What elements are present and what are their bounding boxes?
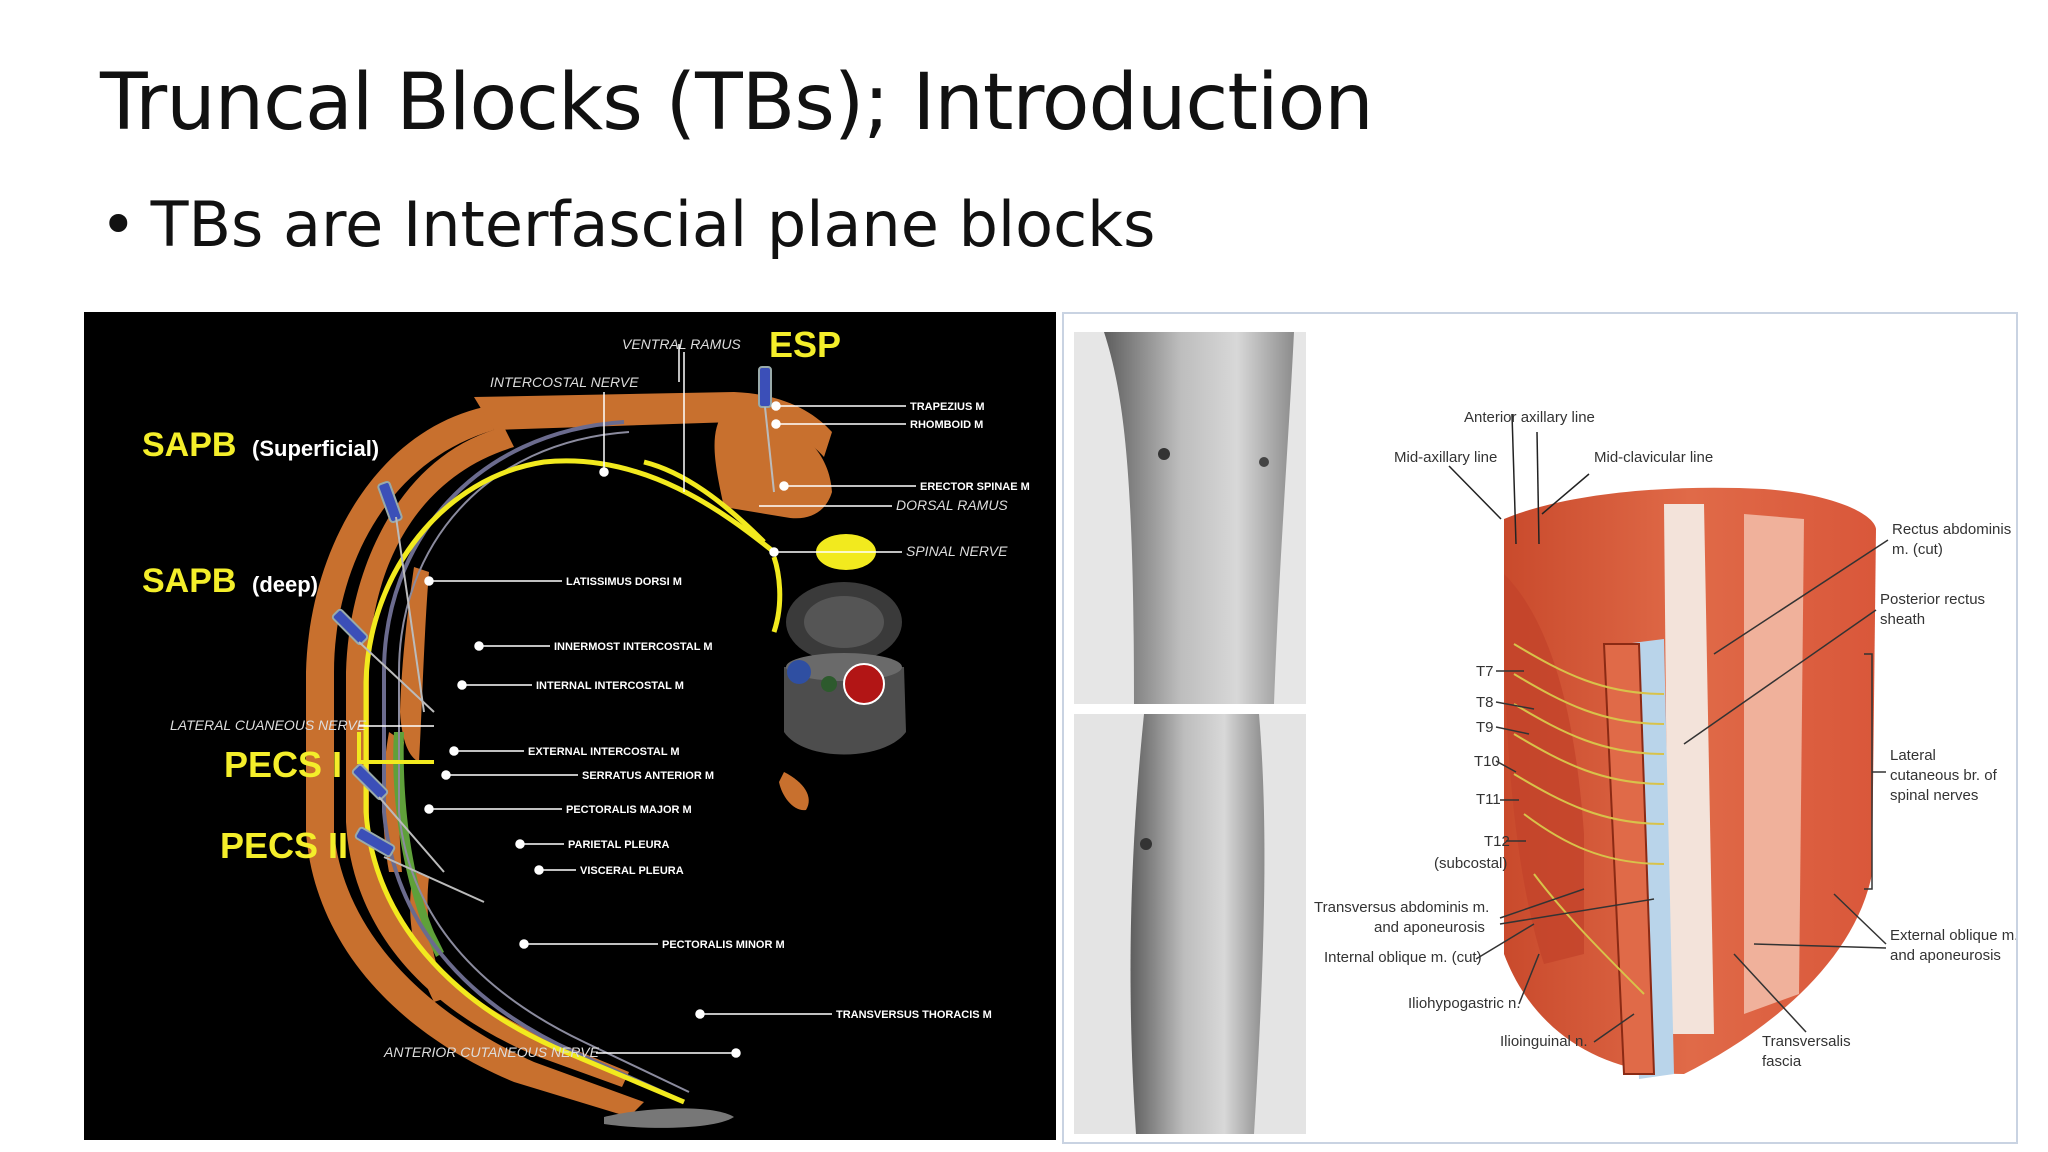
slide-title: Truncal Blocks (TBs); Introduction xyxy=(100,58,1374,148)
dermatome-subcostal: (subcostal) xyxy=(1434,855,1507,872)
reference-lines xyxy=(1448,413,1590,545)
external-intercostal-label: EXTERNAL INTERCOSTAL M xyxy=(528,746,680,758)
torso-photo-side xyxy=(1074,714,1306,1134)
mid-clavicular-line-label: Mid-clavicular line xyxy=(1594,449,1713,466)
nerve-paths xyxy=(363,458,783,1105)
latissimus-label: LATISSIMUS DORSI M xyxy=(566,576,682,588)
bullet-dot: • xyxy=(100,188,137,261)
posterior-rectus-sheath-label-2: sheath xyxy=(1880,611,1925,628)
transversalis-fascia-label-2: fascia xyxy=(1762,1053,1802,1070)
anterior-axillary-line-label: Anterior axillary line xyxy=(1464,409,1595,426)
lateral-cutaneous-label-3: spinal nerves xyxy=(1890,787,1978,804)
lateral-cutaneous-nerve-label: LATERAL CUANEOUS NERVE xyxy=(170,717,367,733)
transversus-thoracis-label: TRANSVERSUS THORACIS M xyxy=(836,1009,992,1021)
intercostal-nerve-label: INTERCOSTAL NERVE xyxy=(490,374,639,390)
transversalis-fascia-label-1: Transversalis xyxy=(1762,1033,1851,1050)
abdominal-wall-figure: Anterior axillary line Mid-axillary line… xyxy=(1062,312,2018,1144)
dermatome-t11: T11 xyxy=(1476,791,1501,808)
dermatome-t10: T10 xyxy=(1474,753,1500,770)
parietal-pleura-label: PARIETAL PLEURA xyxy=(568,839,670,851)
visceral-pleura-label: VISCERAL PLEURA xyxy=(580,865,684,877)
sapb-deep-note: (deep) xyxy=(252,572,318,597)
abdominal-muscles xyxy=(1504,487,1876,1079)
pectoralis-minor-label: PECTORALIS MINOR M xyxy=(662,939,785,951)
dermatome-t9: T9 xyxy=(1476,719,1494,736)
vertebra xyxy=(604,534,906,1128)
nerve-branches xyxy=(1513,643,1665,995)
bullet-text: TBs are Interfascial plane blocks xyxy=(150,188,1156,261)
sapb-deep-label: SAPB xyxy=(142,562,236,600)
ilioinguinal-label: Ilioinguinal n. xyxy=(1500,1033,1588,1050)
innermost-intercostal-label: INNERMOST INTERCOSTAL M xyxy=(554,641,712,653)
anterior-cutaneous-nerve-label: ANTERIOR CUTANEOUS NERVE xyxy=(383,1044,600,1060)
trapezius-label: TRAPEZIUS M xyxy=(910,401,985,413)
erector-spinae-label: ERECTOR SPINAE M xyxy=(920,481,1030,493)
spinal-nerve-label: SPINAL NERVE xyxy=(906,543,1008,559)
dermatome-t7: T7 xyxy=(1476,663,1494,680)
pectoralis-major-label: PECTORALIS MAJOR M xyxy=(566,804,692,816)
dermatome-t12: T12 xyxy=(1484,833,1510,850)
bullet-item: •TBs are Interfascial plane blocks xyxy=(100,188,1155,261)
abdominal-wall-diagram: Anterior axillary line Mid-axillary line… xyxy=(1074,332,2016,1134)
needles xyxy=(331,366,772,858)
ventral-ramus-label: VENTRAL RAMUS xyxy=(622,336,741,352)
internal-oblique-label: Internal oblique m. (cut) xyxy=(1324,949,1482,966)
pecs2-label: PECS II xyxy=(220,825,348,866)
pecs1-label: PECS I xyxy=(224,744,342,785)
rectus-abdominis-label-1: Rectus abdominis xyxy=(1892,521,2011,538)
lateral-cutaneous-label-1: Lateral xyxy=(1890,747,1936,764)
torso-photo-front xyxy=(1074,332,1306,704)
thoracic-cross-section-diagram: ESP SAPB (Superficial) SAPB (deep) PECS … xyxy=(142,324,1030,1128)
thoracic-cross-section-figure: ESP SAPB (Superficial) SAPB (deep) PECS … xyxy=(84,312,1056,1140)
sapb-superficial-label: SAPB xyxy=(142,426,236,464)
mid-axillary-line-label: Mid-axillary line xyxy=(1394,449,1497,466)
dermatome-t8: T8 xyxy=(1476,694,1494,711)
pleura-lines xyxy=(382,420,685,1104)
rhomboid-label: RHOMBOID M xyxy=(910,419,983,431)
lateral-cutaneous-label-2: cutaneous br. of xyxy=(1890,767,1998,784)
iliohypogastric-label: Iliohypogastric n. xyxy=(1408,995,1521,1012)
transversus-abdominis-label-1: Transversus abdominis m. xyxy=(1314,899,1489,916)
external-oblique-label-1: External oblique m. xyxy=(1890,927,2016,944)
posterior-rectus-sheath-label-1: Posterior rectus xyxy=(1880,591,1985,608)
internal-intercostal-label: INTERNAL INTERCOSTAL M xyxy=(536,680,684,692)
external-oblique-label-2: and aponeurosis xyxy=(1890,947,2001,964)
esp-label: ESP xyxy=(769,324,841,365)
transversus-abdominis-label-2: and aponeurosis xyxy=(1374,919,1485,936)
dorsal-ramus-label: DORSAL RAMUS xyxy=(896,497,1008,513)
rectus-abdominis-label-2: m. (cut) xyxy=(1892,541,1943,558)
serratus-label: SERRATUS ANTERIOR M xyxy=(582,770,714,782)
sapb-superficial-note: (Superficial) xyxy=(252,436,379,461)
